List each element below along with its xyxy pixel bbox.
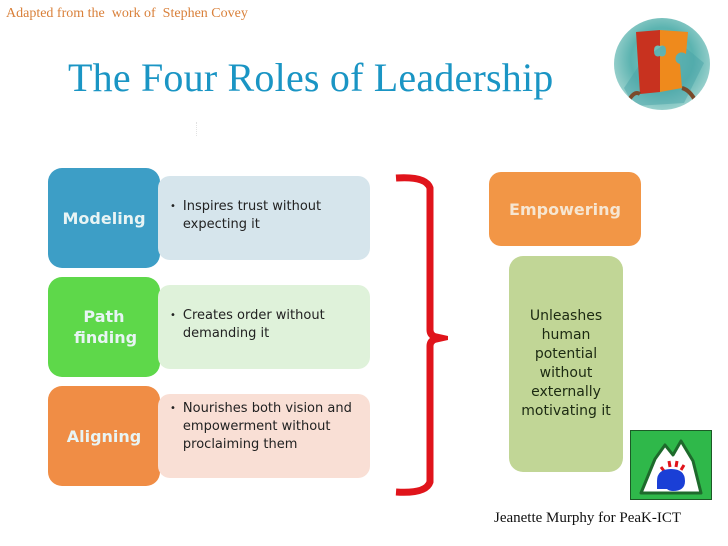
role-aligning-description: • Nourishes both vision and empowerment … (158, 394, 370, 478)
role-modeling-block: Modeling (48, 168, 160, 268)
role-path-finding-description-text: Creates order without demanding it (182, 308, 325, 341)
role-empowering-description: Unleashes human potential without extern… (509, 256, 623, 472)
role-path-finding-block: Path finding (48, 277, 160, 377)
role-empowering-block: Empowering (489, 172, 641, 246)
role-aligning-block: Aligning (48, 386, 160, 486)
role-aligning-label: Aligning (66, 426, 142, 446)
role-path-finding-description: • Creates order without demanding it (158, 285, 370, 369)
role-modeling-description-text: Inspires trust without expecting it (182, 199, 322, 232)
decorative-mark (196, 122, 199, 136)
role-modeling-label: Modeling (62, 208, 146, 228)
role-modeling-description: • Inspires trust without expecting it (158, 176, 370, 260)
role-empowering-label: Empowering (509, 199, 621, 219)
bullet-icon: • (170, 403, 176, 414)
attribution-text: Adapted from the work of Stephen Covey (6, 6, 248, 21)
role-aligning-description-text: Nourishes both vision and empowerment wi… (182, 401, 352, 452)
bullet-icon: • (170, 310, 176, 321)
credit-text: Jeanette Murphy for PeaK-ICT (494, 510, 682, 526)
curly-brace-icon (395, 174, 448, 496)
role-path-finding-label: Path finding (74, 307, 138, 347)
bullet-icon: • (170, 201, 176, 212)
role-empowering-description-text: Unleashes human potential without extern… (521, 308, 611, 419)
puzzle-pieces-icon (614, 18, 710, 110)
peak-ict-logo-icon (630, 430, 712, 500)
page-title: The Four Roles of Leadership (68, 55, 554, 100)
